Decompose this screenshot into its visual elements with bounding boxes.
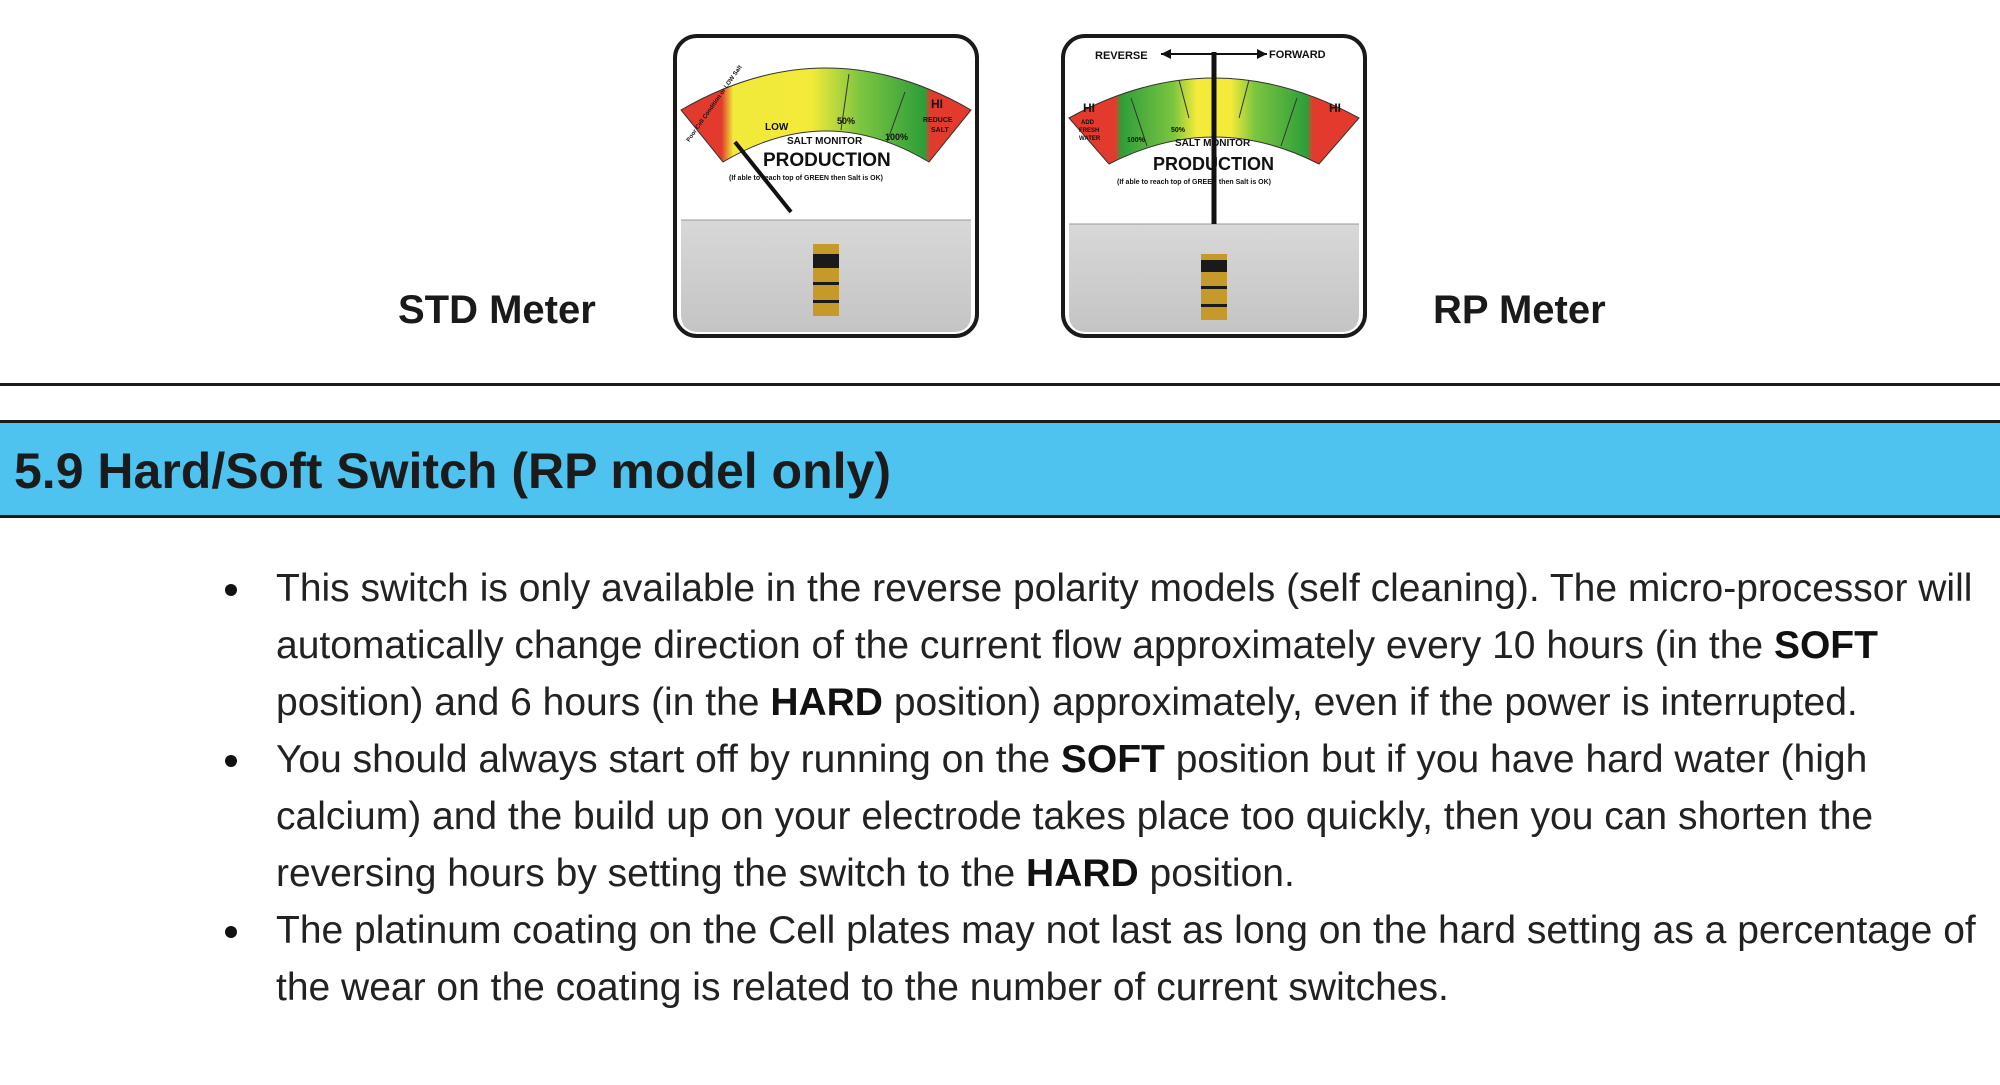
std-50-label: 50%: [837, 116, 855, 126]
rp-production-label: PRODUCTION: [1153, 154, 1274, 174]
rp-reverse-label: REVERSE: [1095, 50, 1148, 62]
std-hi-label: HI: [931, 97, 943, 111]
rp-water-label: WATER: [1079, 136, 1101, 142]
std-reduce-label: REDUCE: [923, 117, 953, 124]
rp-hi-left-label: HI: [1083, 101, 1095, 115]
std-footnote: (If able to reach top of GREEN then Salt…: [729, 175, 883, 182]
std-production-label: PRODUCTION: [763, 150, 891, 171]
bullet-text: position but if you have hard water (hig…: [276, 738, 1874, 895]
bullet-item: You should always start off by running o…: [225, 731, 1985, 902]
bullet-bold-text: SOFT: [1773, 624, 1878, 667]
section-title: 5.9 Hard/Soft Switch (RP model only): [14, 443, 891, 499]
rp-salt-monitor-label: SALT MONITOR: [1175, 138, 1251, 149]
std-meter-graphic: LOW 50% 100% SALT MONITOR PRODUCTION (If…: [673, 34, 979, 338]
divider-line: [0, 383, 2000, 386]
std-100-label: 100%: [885, 132, 908, 142]
std-salt-label: SALT: [931, 127, 949, 134]
rp-meter-graphic: REVERSE FORWARD HI HI ADD FRESH WATER 10…: [1061, 34, 1367, 338]
bullet-bold-text: SOFT: [1060, 738, 1165, 781]
bullet-text: This switch is only available in the rev…: [276, 567, 1973, 667]
rp-hi-right-label: HI: [1329, 101, 1341, 115]
rp-100-label: 100%: [1127, 137, 1146, 144]
bullet-item: This switch is only available in the rev…: [225, 560, 1985, 731]
bullet-bold-text: HARD: [770, 681, 883, 724]
bullet-text: position.: [1138, 852, 1295, 895]
bullet-item: The platinum coating on the Cell plates …: [225, 902, 1985, 1016]
bullet-bold-text: HARD: [1026, 852, 1139, 895]
std-meter-image: LOW 50% 100% SALT MONITOR PRODUCTION (If…: [673, 34, 979, 338]
std-salt-monitor-label: SALT MONITOR: [787, 136, 863, 147]
rp-50-label: 50%: [1171, 127, 1186, 134]
rp-meter-image: REVERSE FORWARD HI HI ADD FRESH WATER 10…: [1061, 34, 1367, 338]
rp-forward-label: FORWARD: [1269, 49, 1326, 61]
std-meter-caption: STD Meter: [398, 288, 596, 332]
bullet-text: position) approximately, even if the pow…: [882, 681, 1858, 724]
rp-add-label: ADD: [1081, 120, 1095, 126]
rp-footnote: (If able to reach top of GREEN then Salt…: [1117, 179, 1271, 186]
std-low-label: LOW: [765, 122, 789, 133]
section-banner: 5.9 Hard/Soft Switch (RP model only): [0, 420, 2000, 518]
bullet-text: You should always start off by running o…: [276, 738, 1061, 781]
rp-meter-caption: RP Meter: [1433, 288, 1606, 332]
bullet-text: The platinum coating on the Cell plates …: [276, 909, 1976, 1009]
bullet-text: position) and 6 hours (in the: [276, 681, 771, 724]
rp-fresh-label: FRESH: [1079, 128, 1099, 134]
bullet-list: This switch is only available in the rev…: [225, 560, 1985, 1016]
